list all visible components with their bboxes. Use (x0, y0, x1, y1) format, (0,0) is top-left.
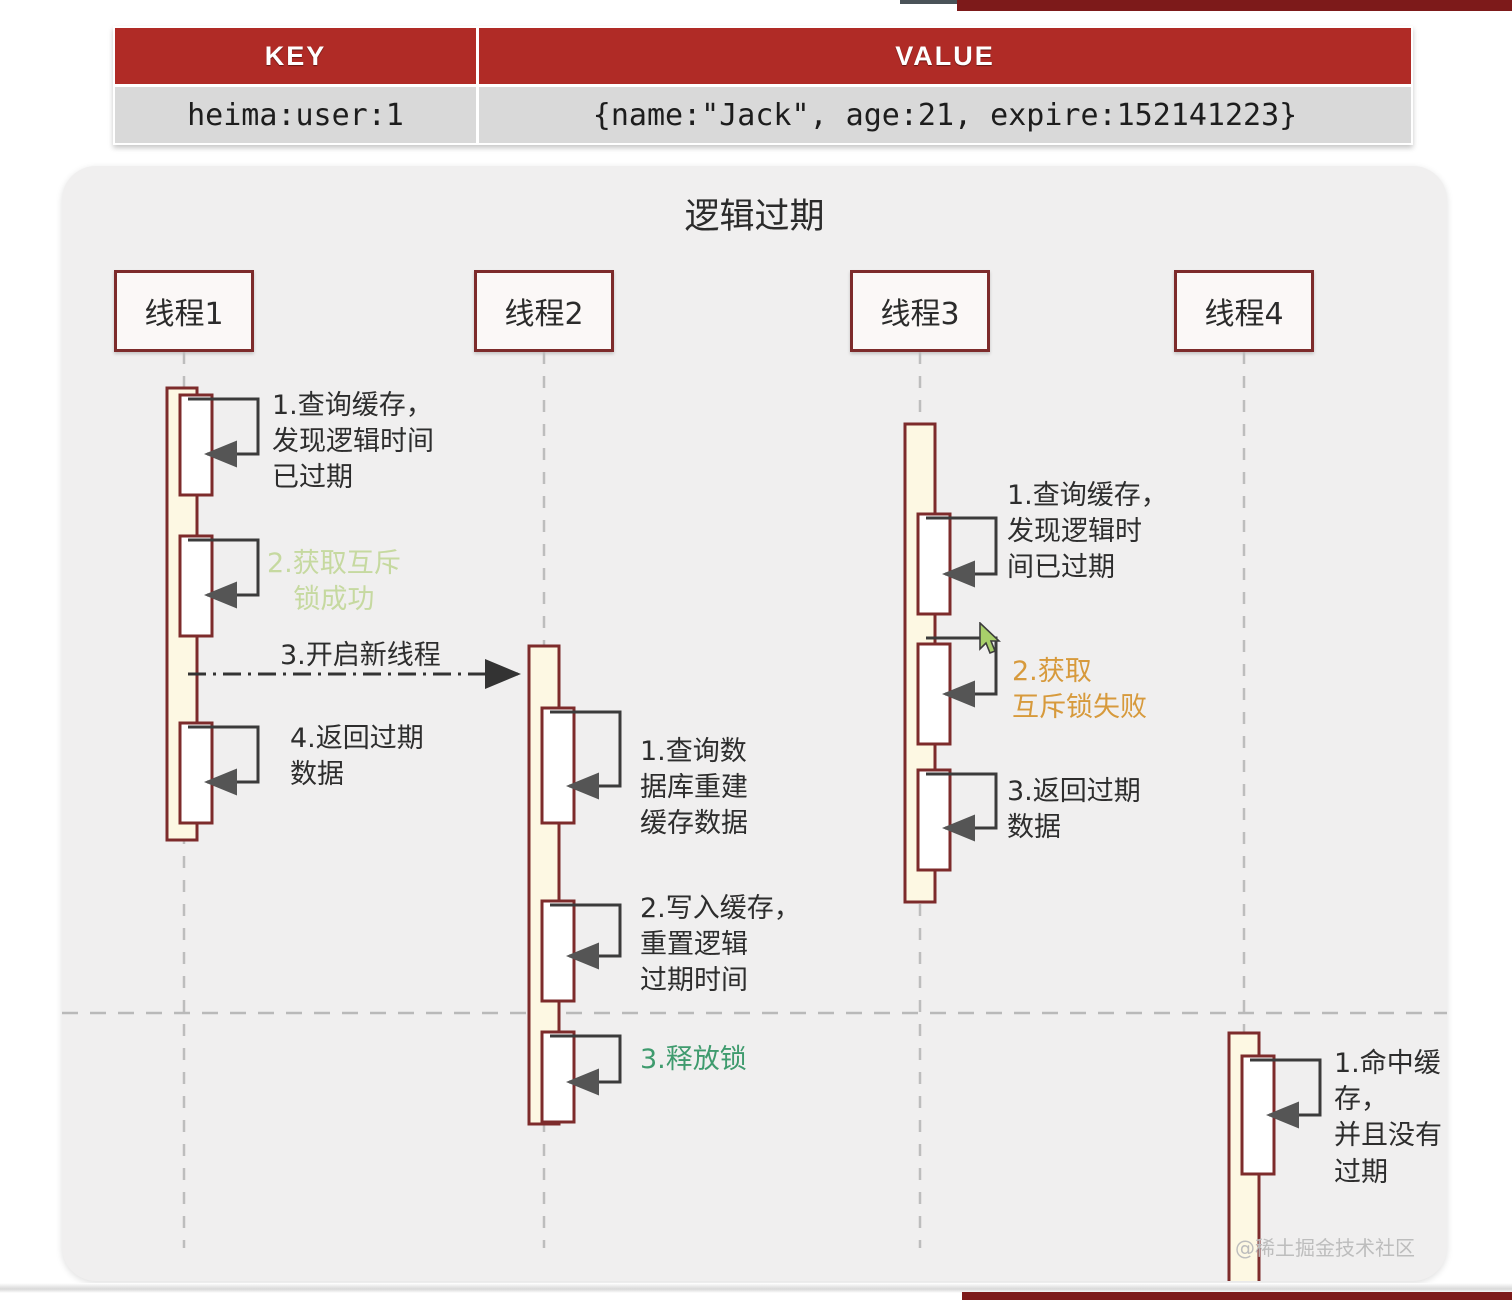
annotation-t2-2: 2.写入缓存， 重置逻辑 过期时间 (640, 893, 801, 997)
key-value-table: KEY VALUE heima:user:1 {name:"Jack", age… (113, 26, 1413, 145)
table-row: heima:user:1 {name:"Jack", age:21, expir… (115, 84, 1411, 143)
table-header-row: KEY VALUE (115, 28, 1411, 84)
watermark: @稀土掘金技术社区 (1235, 1236, 1415, 1260)
diagram-canvas (62, 352, 1447, 1281)
thread-box-4: 线程4 (1174, 270, 1314, 352)
thread-box-1: 线程1 (114, 270, 254, 352)
thread-box-3: 线程3 (850, 270, 990, 352)
diagram-title: 逻辑过期 (684, 197, 825, 237)
annotation-t1-3: 3.开启新线程 (280, 640, 441, 671)
table-header-key: KEY (115, 28, 479, 84)
top-accent-shade (900, 0, 957, 4)
thread-label-1: 线程1 (144, 297, 224, 332)
annotation-t2-3: 3.释放锁 (640, 1044, 747, 1075)
mouse-pointer-icon (979, 622, 1002, 655)
thread-label-3: 线程3 (880, 297, 960, 332)
annotation-t1-1: 1.查询缓存， 发现逻辑时间 已过期 (272, 390, 434, 494)
thread-label-4: 线程4 (1204, 297, 1284, 332)
annotation-t3-1: 1.查询缓存， 发现逻辑时 间已过期 (1007, 480, 1168, 584)
bottom-accent-bar (962, 1292, 1512, 1300)
thread-box-2: 线程2 (474, 270, 614, 352)
bottom-shadow-strip (0, 1283, 1512, 1293)
annotation-t4-1: 1.命中缓存， 并且没有 过期 (1334, 1048, 1442, 1188)
annotation-t2-1: 1.查询数 据库重建 缓存数据 (640, 736, 748, 840)
table-cell-key: heima:user:1 (115, 87, 479, 143)
thread-label-2: 线程2 (504, 297, 584, 332)
sequence-diagram-panel: 逻辑过期 线程1 线程2 线程3 线程4 (62, 166, 1447, 1281)
table-header-value: VALUE (895, 40, 995, 71)
top-accent-bar (957, 0, 1512, 11)
annotation-t3-3: 3.返回过期 数据 (1007, 776, 1141, 844)
table-cell-value: {name:"Jack", age:21, expire:152141223} (592, 97, 1298, 133)
annotation-t1-2: 2.获取互斥 锁成功 (267, 548, 401, 616)
annotation-t1-4: 4.返回过期 数据 (290, 723, 424, 791)
annotation-t3-2: 2.获取 互斥锁失败 (1012, 656, 1147, 724)
